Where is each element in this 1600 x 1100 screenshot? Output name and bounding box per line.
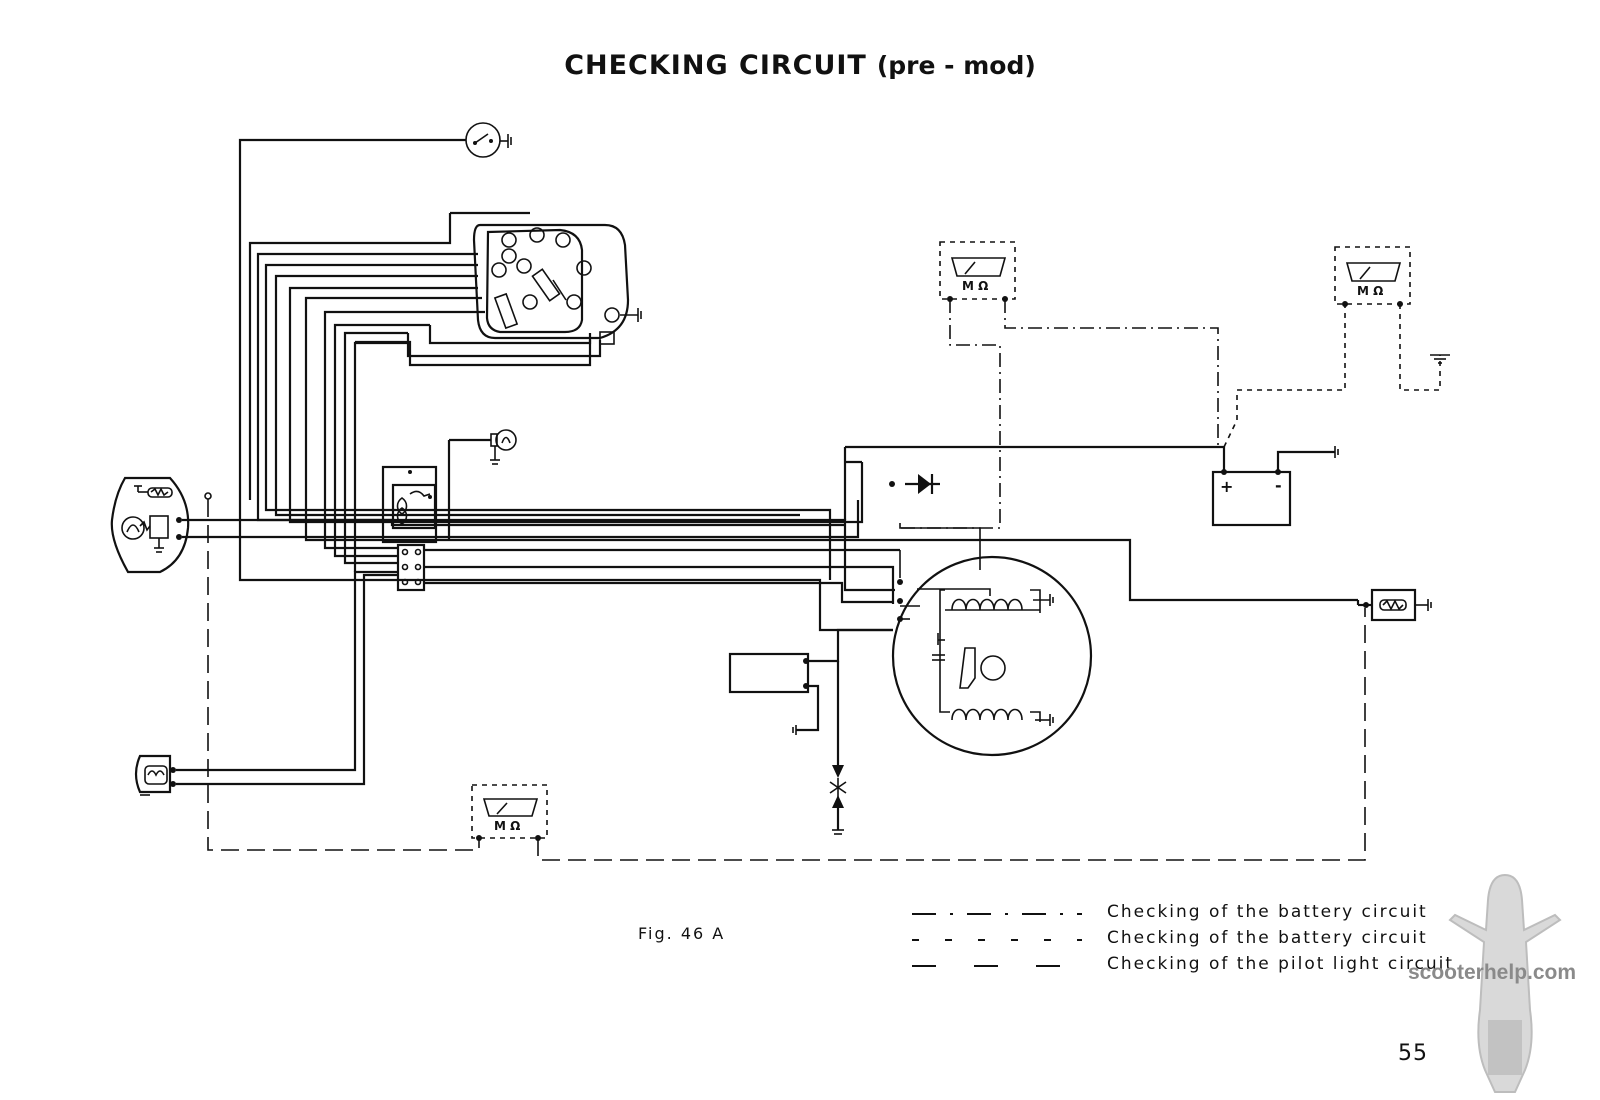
ignition-coil-icon xyxy=(728,628,893,765)
stop-lamp-icon xyxy=(447,429,517,540)
pilot-light-test-lead-2 xyxy=(537,608,1366,861)
diode-icon xyxy=(843,445,1206,520)
fuse-icon xyxy=(1356,588,1432,622)
meter-top-label: M Ω xyxy=(962,279,988,293)
figure-label: Fig. 46 A xyxy=(638,924,726,943)
legend-line-short-dash xyxy=(912,939,1082,941)
battery-plus-label: + xyxy=(1220,477,1233,496)
legend-text: Checking of the battery circuit xyxy=(1107,902,1428,922)
lighting-switch-icon xyxy=(472,223,642,345)
rear-lamp-wire-a xyxy=(176,570,398,772)
junction-wire-2 xyxy=(424,565,895,604)
legend-line-dash-dot xyxy=(912,913,1082,915)
diagram-title: CHECKING CIRCUIT (pre - mod) xyxy=(0,50,1600,81)
flywheel-magneto-icon xyxy=(891,523,1093,757)
battery-test-lead-4 xyxy=(1399,304,1441,391)
terminal-left xyxy=(204,492,212,500)
battery-test-lead-2 xyxy=(1004,299,1219,445)
legend-row-battery-dashed: Checking of the battery circuit xyxy=(912,928,1452,954)
megohmmeter-top-icon: M Ω xyxy=(939,241,1016,302)
headlamp-icon xyxy=(110,476,190,574)
legend-text: Checking of the pilot light circuit xyxy=(1107,954,1455,974)
battery-icon: + - xyxy=(1206,445,1339,527)
meter-right-label: M Ω xyxy=(1357,284,1383,298)
junction-block-icon xyxy=(396,543,426,592)
ground-icon xyxy=(1430,354,1450,364)
junction-wire-3 xyxy=(424,581,893,604)
spark-plug-icon xyxy=(829,765,847,835)
battery-test-lead-3 xyxy=(1223,304,1346,448)
legend-row-battery-dashdot: Checking of the battery circuit xyxy=(912,902,1452,928)
legend-row-pilot-light: Checking of the pilot light circuit xyxy=(912,954,1452,980)
title-suffix: (pre - mod) xyxy=(876,51,1036,80)
battery-test-lead-1 xyxy=(900,299,1001,529)
meter-bottom-label: M Ω xyxy=(494,819,520,833)
legend-line-long-dash xyxy=(912,965,1082,967)
top-switch-icon xyxy=(465,122,512,158)
title-main: CHECKING CIRCUIT xyxy=(564,50,867,81)
headlamp-wire-b xyxy=(182,500,860,539)
main-wiring-harness xyxy=(238,138,1358,632)
legend-text: Checking of the battery circuit xyxy=(1107,928,1428,948)
regulator-icon xyxy=(381,465,438,544)
legend: Checking of the battery circuit Checking… xyxy=(912,902,1452,980)
scooter-logo-icon xyxy=(1448,873,1562,1093)
megohmmeter-bottom-icon: M Ω xyxy=(471,784,548,841)
megohmmeter-right-icon: M Ω xyxy=(1334,246,1411,307)
watermark: scooterhelp.com xyxy=(1408,961,1577,984)
pilot-light-test-lead-1 xyxy=(207,499,480,851)
battery-minus-label: - xyxy=(1275,476,1282,495)
rear-lamp-icon xyxy=(134,754,176,796)
rear-lamp-wire-b xyxy=(176,573,398,786)
page-number: 55 xyxy=(1398,1041,1428,1066)
